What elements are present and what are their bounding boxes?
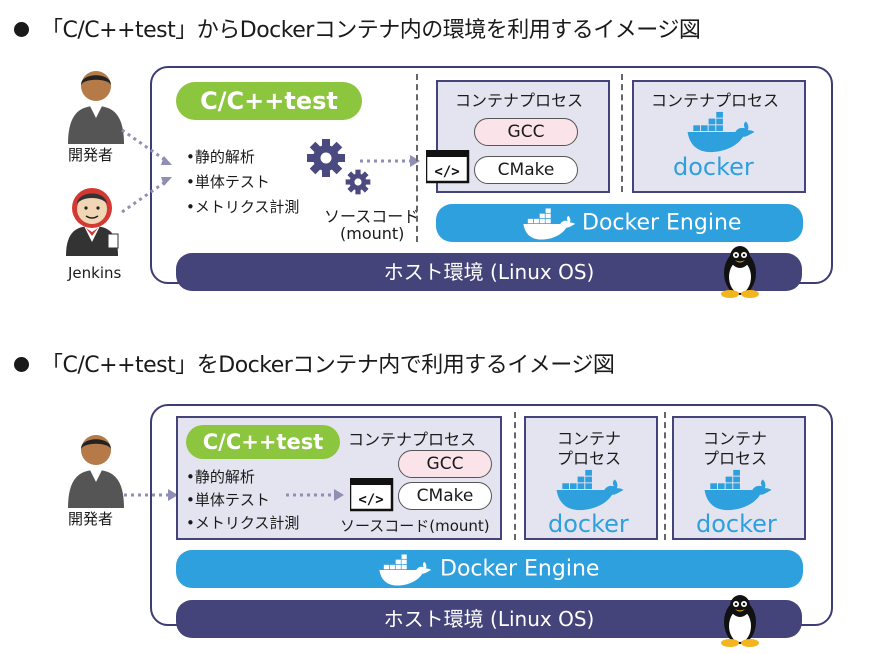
host-environment-bar: ホスト環境 (Linux OS) xyxy=(176,600,802,638)
docker-engine-label: Docker Engine xyxy=(440,556,600,582)
feature-static-analysis: •静的解析 xyxy=(186,148,255,166)
actor-developer-label: 開発者 xyxy=(68,510,114,528)
tool-name-badge: C/C++test xyxy=(176,82,362,120)
docker-engine-bar: Docker Engine xyxy=(436,204,803,242)
gcc-pill: GCC xyxy=(398,450,492,478)
docker-logo-text: docker xyxy=(673,153,754,181)
feature-unit-test: •単体テスト xyxy=(186,173,270,191)
source-arrow xyxy=(360,155,420,167)
jenkins-icon xyxy=(66,188,119,256)
bullet-icon xyxy=(14,356,29,372)
feature-metrics: •メトリクス計測 xyxy=(186,198,300,216)
actor-arrow xyxy=(124,489,178,501)
code-window-icon xyxy=(350,478,394,512)
cmake-pill: CMake xyxy=(398,482,492,510)
source-label: ソースコード(mount) xyxy=(340,517,490,535)
docker-logo-text: docker xyxy=(548,510,629,538)
actor-jenkins-label: Jenkins xyxy=(68,264,122,282)
source-label: ソースコード xyxy=(324,207,420,226)
container-process-label-line1: コンテナ xyxy=(557,429,622,448)
person-icon xyxy=(68,71,124,144)
host-environment-bar: ホスト環境 (Linux OS) xyxy=(176,253,802,291)
linux-penguin-icon xyxy=(721,246,759,298)
container-process-label: コンテナプロセス xyxy=(455,91,584,110)
gcc-pill: GCC xyxy=(474,118,578,146)
docker-logo-text: docker xyxy=(696,510,777,538)
container-process-label: コンテナプロセス xyxy=(348,430,477,449)
source-mount-label: (mount) xyxy=(340,224,405,243)
source-arrow xyxy=(286,489,344,501)
person-icon xyxy=(68,435,124,508)
section-2-title: 「C/C++test」をDockerコンテナ内で利用するイメージ図 xyxy=(14,347,615,379)
docker-whale-icon xyxy=(687,111,755,153)
linux-penguin-icon xyxy=(721,595,759,647)
actor-arrows xyxy=(121,128,172,214)
docker-whale-icon xyxy=(556,469,624,511)
cmake-pill: CMake xyxy=(474,156,578,184)
bullet-icon xyxy=(14,21,29,37)
divider xyxy=(416,74,418,242)
docker-whale-icon xyxy=(523,208,576,240)
feature-unit-test: •単体テスト xyxy=(186,491,270,509)
section-1-title: 「C/C++test」からDockerコンテナ内の環境を利用するイメージ図 xyxy=(14,12,701,44)
docker-whale-icon xyxy=(379,554,432,586)
container-process-box xyxy=(672,416,806,540)
feature-static-analysis: •静的解析 xyxy=(186,468,255,486)
docker-engine-label: Docker Engine xyxy=(582,210,742,236)
code-window-icon xyxy=(426,150,470,184)
container-process-label: コンテナプロセス xyxy=(651,91,780,110)
tool-name-badge: C/C++test xyxy=(186,425,340,459)
container-process-label-line1: コンテナ xyxy=(703,429,768,448)
feature-metrics: •メトリクス計測 xyxy=(186,514,300,532)
container-process-label-line2: プロセス xyxy=(703,449,768,468)
container-process-label-line2: プロセス xyxy=(557,449,622,468)
divider xyxy=(514,412,516,540)
divider xyxy=(621,74,623,192)
docker-whale-icon xyxy=(704,469,772,511)
actor-developer-label: 開発者 xyxy=(68,146,114,164)
docker-engine-bar: Docker Engine xyxy=(176,550,803,588)
divider xyxy=(664,412,666,540)
